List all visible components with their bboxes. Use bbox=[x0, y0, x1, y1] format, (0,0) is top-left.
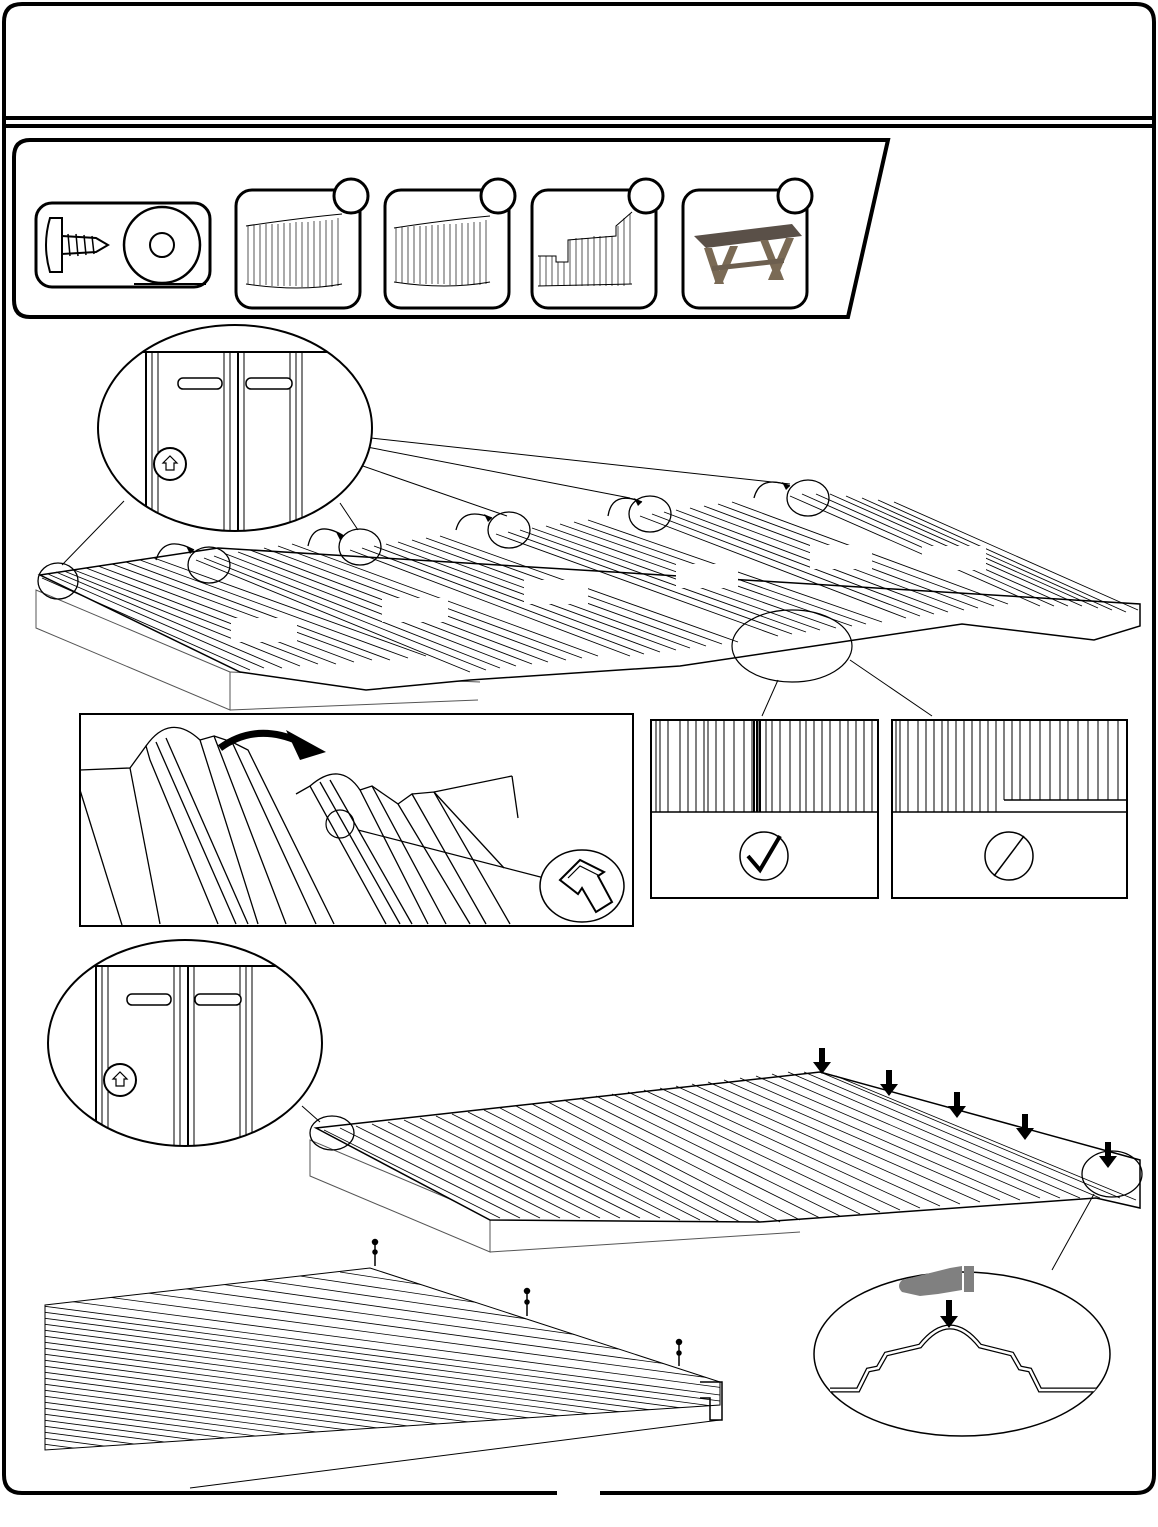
badge-roof-panel-c bbox=[629, 179, 663, 213]
screw-washer-tile bbox=[36, 203, 210, 287]
panel-tag bbox=[231, 618, 297, 642]
panel-tag bbox=[676, 564, 738, 588]
top-magnifier bbox=[90, 325, 380, 535]
panel-tag bbox=[810, 545, 872, 569]
overlap-detail-box bbox=[80, 714, 633, 926]
page-number bbox=[557, 1478, 599, 1502]
panel-tag bbox=[524, 580, 588, 604]
check-mark-icon bbox=[740, 832, 788, 880]
badge-roof-panel-a bbox=[334, 179, 368, 213]
press-detail-circle bbox=[814, 1266, 1110, 1436]
screwed-roof-sheet bbox=[20, 1240, 740, 1527]
incorrect-overlap-box bbox=[892, 720, 1127, 898]
panel-tag bbox=[382, 598, 448, 622]
mid-magnifier bbox=[40, 940, 330, 1150]
panel-tag bbox=[922, 546, 986, 570]
badge-roof-panel-b bbox=[481, 179, 515, 213]
badge-work-table bbox=[778, 179, 812, 213]
correct-overlap-box bbox=[651, 720, 878, 898]
step2-roof-sheet bbox=[310, 1072, 1142, 1222]
